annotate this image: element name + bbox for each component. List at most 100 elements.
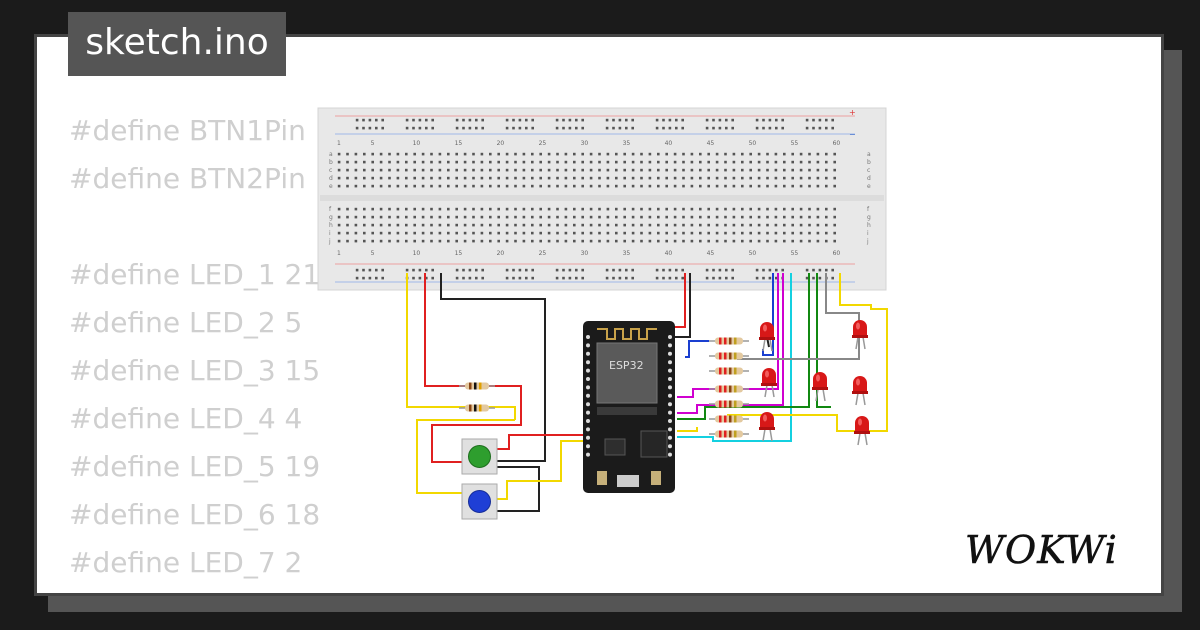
breadboard-row-label: g [867,214,871,221]
svg-text:−: − [849,130,856,139]
breadboard-column-number: 50 [749,140,757,147]
breadboard-column-number: 10 [413,250,421,257]
breadboard-row-label: j [328,238,331,245]
file-tab[interactable]: sketch.ino [68,12,286,76]
breadboard-row-label: c [329,167,332,174]
wire-yellow [416,419,515,494]
breadboard-column-number: 35 [623,140,631,147]
breadboard-row-label: h [867,222,871,229]
code-line: #define BTN2Pin [69,162,306,195]
breadboard-row-label: f [329,206,332,213]
resistor [459,382,495,390]
breadboard-column-number: 1 [337,250,341,257]
breadboard-column-number: 30 [581,140,589,147]
code-line: #define LED_4 4 [69,402,303,435]
breadboard-row-label: f [867,206,870,213]
breadboard-column-number: 40 [665,140,673,147]
breadboard-column-number: 5 [371,250,375,257]
breadboard-holes [337,118,836,280]
wire-red [675,273,686,328]
breadboard: + − 115510101515202025253030353540404545… [317,107,887,291]
resistor [709,415,749,423]
breadboard-column-number: 30 [581,250,589,257]
breadboard-row-label: a [867,151,871,158]
breadboard-row-label: i [867,230,869,237]
breadboard-column-number: 25 [539,250,547,257]
green-pushbutton[interactable] [461,438,498,475]
wire-green [677,273,810,420]
breadboard-row-label: i [329,230,331,237]
breadboard-column-number: 35 [623,250,631,257]
breadboard-row-label: d [329,175,333,182]
usb-port [617,475,639,487]
breadboard-column-number: 15 [455,250,463,257]
led-red [854,416,870,446]
esp32-board: ESP32 [583,321,675,493]
wire-yellow [677,427,698,432]
breadboard-column-number: 20 [497,250,505,257]
breadboard-column-number: 50 [749,250,757,257]
circuit-diagram: + − 115510101515202025253030353540404545… [317,107,888,520]
resistor [709,385,749,393]
wire-blue [762,273,774,356]
breadboard-row-label: g [329,214,333,221]
wire-magenta [677,273,779,398]
code-line: #define LED_5 19 [69,450,321,483]
resistors [459,337,749,438]
breadboard-row-label: c [867,167,870,174]
esp32-label: ESP32 [609,359,644,372]
breadboard-row-label: a [329,151,333,158]
wire-cyan [677,273,792,442]
resistor [709,367,749,375]
breadboard-column-number: 60 [833,140,841,147]
code-line: #define LED_1 21 [69,258,321,291]
led-red [852,320,868,350]
wire-red [431,385,522,463]
breadboard-column-number: 55 [791,250,799,257]
blue-pushbutton[interactable] [461,483,498,520]
code-line: #define LED_7 2 [69,546,303,579]
breadboard-column-number: 20 [497,140,505,147]
breadboard-row-label: j [866,238,869,245]
breadboard-row-label: d [867,175,871,182]
wire-green [816,273,831,408]
led-red [759,322,775,352]
svg-text:+: + [849,108,856,117]
breadboard-row-label: b [329,159,333,166]
wire-magenta [677,273,784,414]
code-line: #define BTN1Pin [69,114,306,147]
breadboard-row-label: b [867,159,871,166]
breadboard-row-label: e [329,183,333,190]
led-red [812,372,828,402]
breadboard-column-number: 40 [665,250,673,257]
wire-yellow [406,273,516,420]
preview-card: #define BTN1Pin #define BTN2Pin #define … [34,34,1164,596]
led-red [759,412,775,442]
led-red [761,368,777,398]
wire-yellow [497,440,583,500]
breadboard-column-numbers: 1155101015152020252530303535404045455050… [337,140,840,257]
code-line: #define LED_6 18 [69,498,321,531]
wire-red [497,434,583,450]
resistor [709,352,749,360]
breadboard-column-number: 10 [413,140,421,147]
breadboard-column-number: 5 [371,140,375,147]
wires [406,273,888,512]
resistor [709,430,749,438]
code-editor: #define BTN1Pin #define BTN2Pin #define … [69,107,320,587]
wire-black [440,273,546,462]
code-line: #define LED_3 15 [69,354,321,387]
breadboard-column-number: 15 [455,140,463,147]
wire-yellow [727,273,888,432]
svg-text:WOKWi: WOKWi [965,528,1118,572]
resistor [709,337,749,345]
wire-gray [737,273,860,360]
resistor [709,400,749,408]
breadboard-column-number: 45 [707,250,715,257]
code-line: #define LED_2 5 [69,306,303,339]
wire-blue [685,340,709,358]
resistor [459,404,495,412]
wire-black [675,273,691,338]
breadboard-row-label: e [867,183,871,190]
